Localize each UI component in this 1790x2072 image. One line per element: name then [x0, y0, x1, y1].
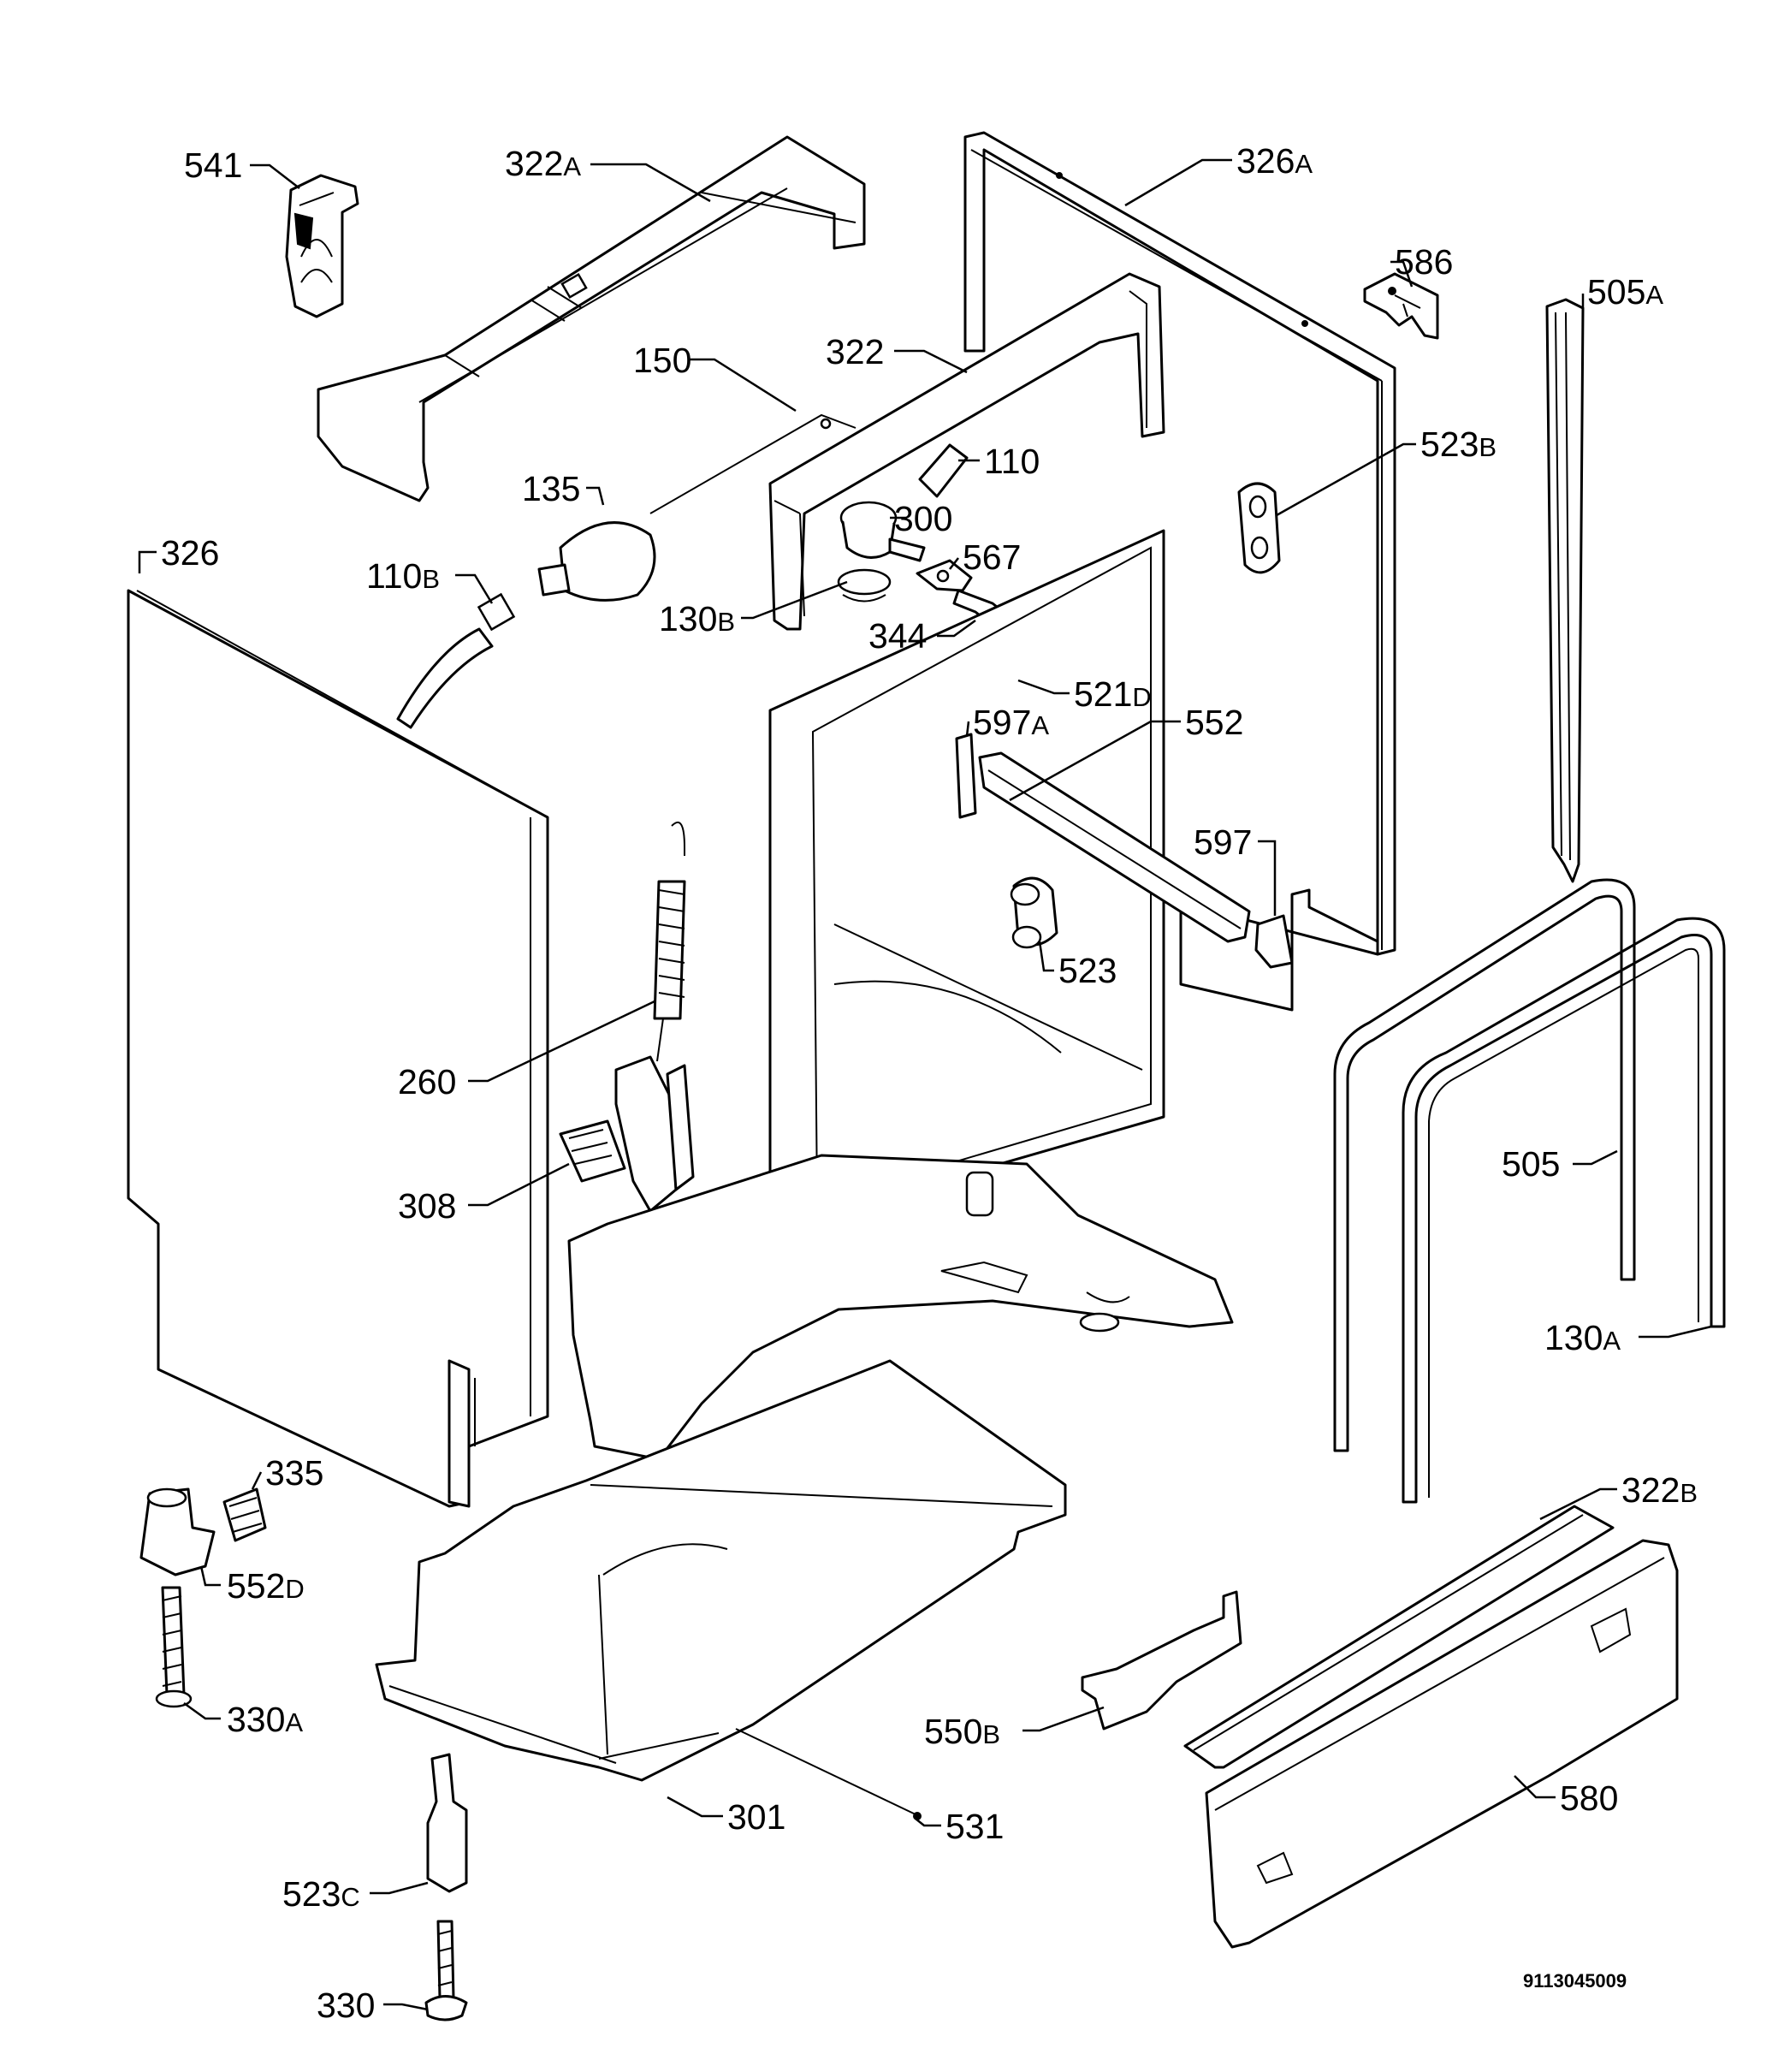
part-541-clip — [285, 174, 359, 318]
part-308-hinge — [559, 1055, 695, 1213]
label-580: 580 — [1560, 1778, 1618, 1818]
part-base-frame — [567, 1154, 1234, 1461]
label-308: 308 — [398, 1186, 456, 1226]
label-335: 335 — [265, 1453, 323, 1493]
label-523: 523 — [1058, 951, 1117, 990]
label-597A: 597A — [973, 703, 1049, 742]
part-580-kickplate — [1205, 1539, 1679, 1949]
part-335-nut — [222, 1487, 267, 1542]
part-552D-block — [139, 1487, 216, 1576]
part-326A-panel — [963, 131, 1396, 1012]
label-130B: 130B — [659, 599, 735, 638]
part-110-hose — [918, 443, 969, 498]
label-135: 135 — [522, 469, 580, 508]
label-567: 567 — [963, 537, 1021, 577]
leader-lines — [138, 158, 1712, 2011]
part-260-spring — [653, 821, 686, 1062]
label-505: 505 — [1502, 1144, 1560, 1184]
label-552D: 552D — [227, 1566, 305, 1606]
part-552-bar — [978, 751, 1251, 943]
part-597-clip — [1254, 914, 1294, 969]
label-110B: 110B — [366, 556, 440, 596]
label-260: 260 — [398, 1062, 456, 1101]
label-597: 597 — [1194, 822, 1252, 862]
label-330: 330 — [317, 1986, 375, 2025]
part-130B-seal — [837, 568, 892, 603]
part-300-valve — [839, 501, 926, 562]
part-523-grommet — [1010, 876, 1058, 949]
part-326-side-panel — [127, 589, 549, 1508]
part-586-bracket — [1363, 272, 1439, 340]
part-523C-bracket — [426, 1753, 468, 1893]
part-301-tray — [375, 1359, 1067, 1820]
part-523B-grommet — [1237, 482, 1281, 574]
label-531: 531 — [945, 1807, 1004, 1846]
label-541: 541 — [184, 145, 242, 185]
label-521D: 521D — [1074, 674, 1152, 714]
label-344: 344 — [868, 616, 927, 656]
part-135-dispenser — [537, 521, 656, 602]
part-322A-rail — [317, 135, 866, 502]
label-322A: 322A — [505, 144, 581, 183]
part-tub-frame — [768, 529, 1165, 1217]
label-326: 326 — [161, 533, 219, 573]
part-567-clip — [916, 559, 973, 592]
label-330A: 330A — [227, 1700, 303, 1739]
label-130A: 130A — [1544, 1318, 1621, 1357]
label-150: 150 — [633, 341, 691, 380]
label-550B: 550B — [924, 1712, 1000, 1751]
label-523C: 523C — [282, 1874, 360, 1914]
part-505-gasket — [1333, 878, 1636, 1452]
part-322-frame — [768, 272, 1165, 631]
part-330A-bolt — [155, 1586, 193, 1708]
part-330-screw — [424, 1920, 468, 2022]
part-110B-hose — [396, 592, 516, 729]
part-550B-bracket — [1081, 1590, 1242, 1731]
label-110: 110 — [984, 442, 1040, 481]
label-300: 300 — [894, 499, 952, 538]
part-130A-gasket — [1402, 917, 1726, 1504]
part-597A-clip — [955, 733, 977, 819]
part-505A-strip — [1545, 298, 1585, 883]
label-505A: 505A — [1587, 272, 1663, 312]
label-523B: 523B — [1420, 424, 1497, 464]
part-drawings — [127, 131, 1726, 2022]
label-322B: 322B — [1621, 1470, 1698, 1510]
document-code: 9113045009 — [1523, 1970, 1627, 1992]
label-326A: 326A — [1236, 141, 1313, 181]
label-552: 552 — [1185, 703, 1243, 742]
callout-labels: 541 322A 326A 586 505A 150 322 110 523B … — [161, 141, 1698, 2025]
label-322: 322 — [826, 332, 884, 371]
part-322B-rail — [1183, 1505, 1615, 1769]
part-150 — [649, 413, 856, 514]
label-586: 586 — [1395, 242, 1453, 282]
label-301: 301 — [727, 1797, 785, 1837]
